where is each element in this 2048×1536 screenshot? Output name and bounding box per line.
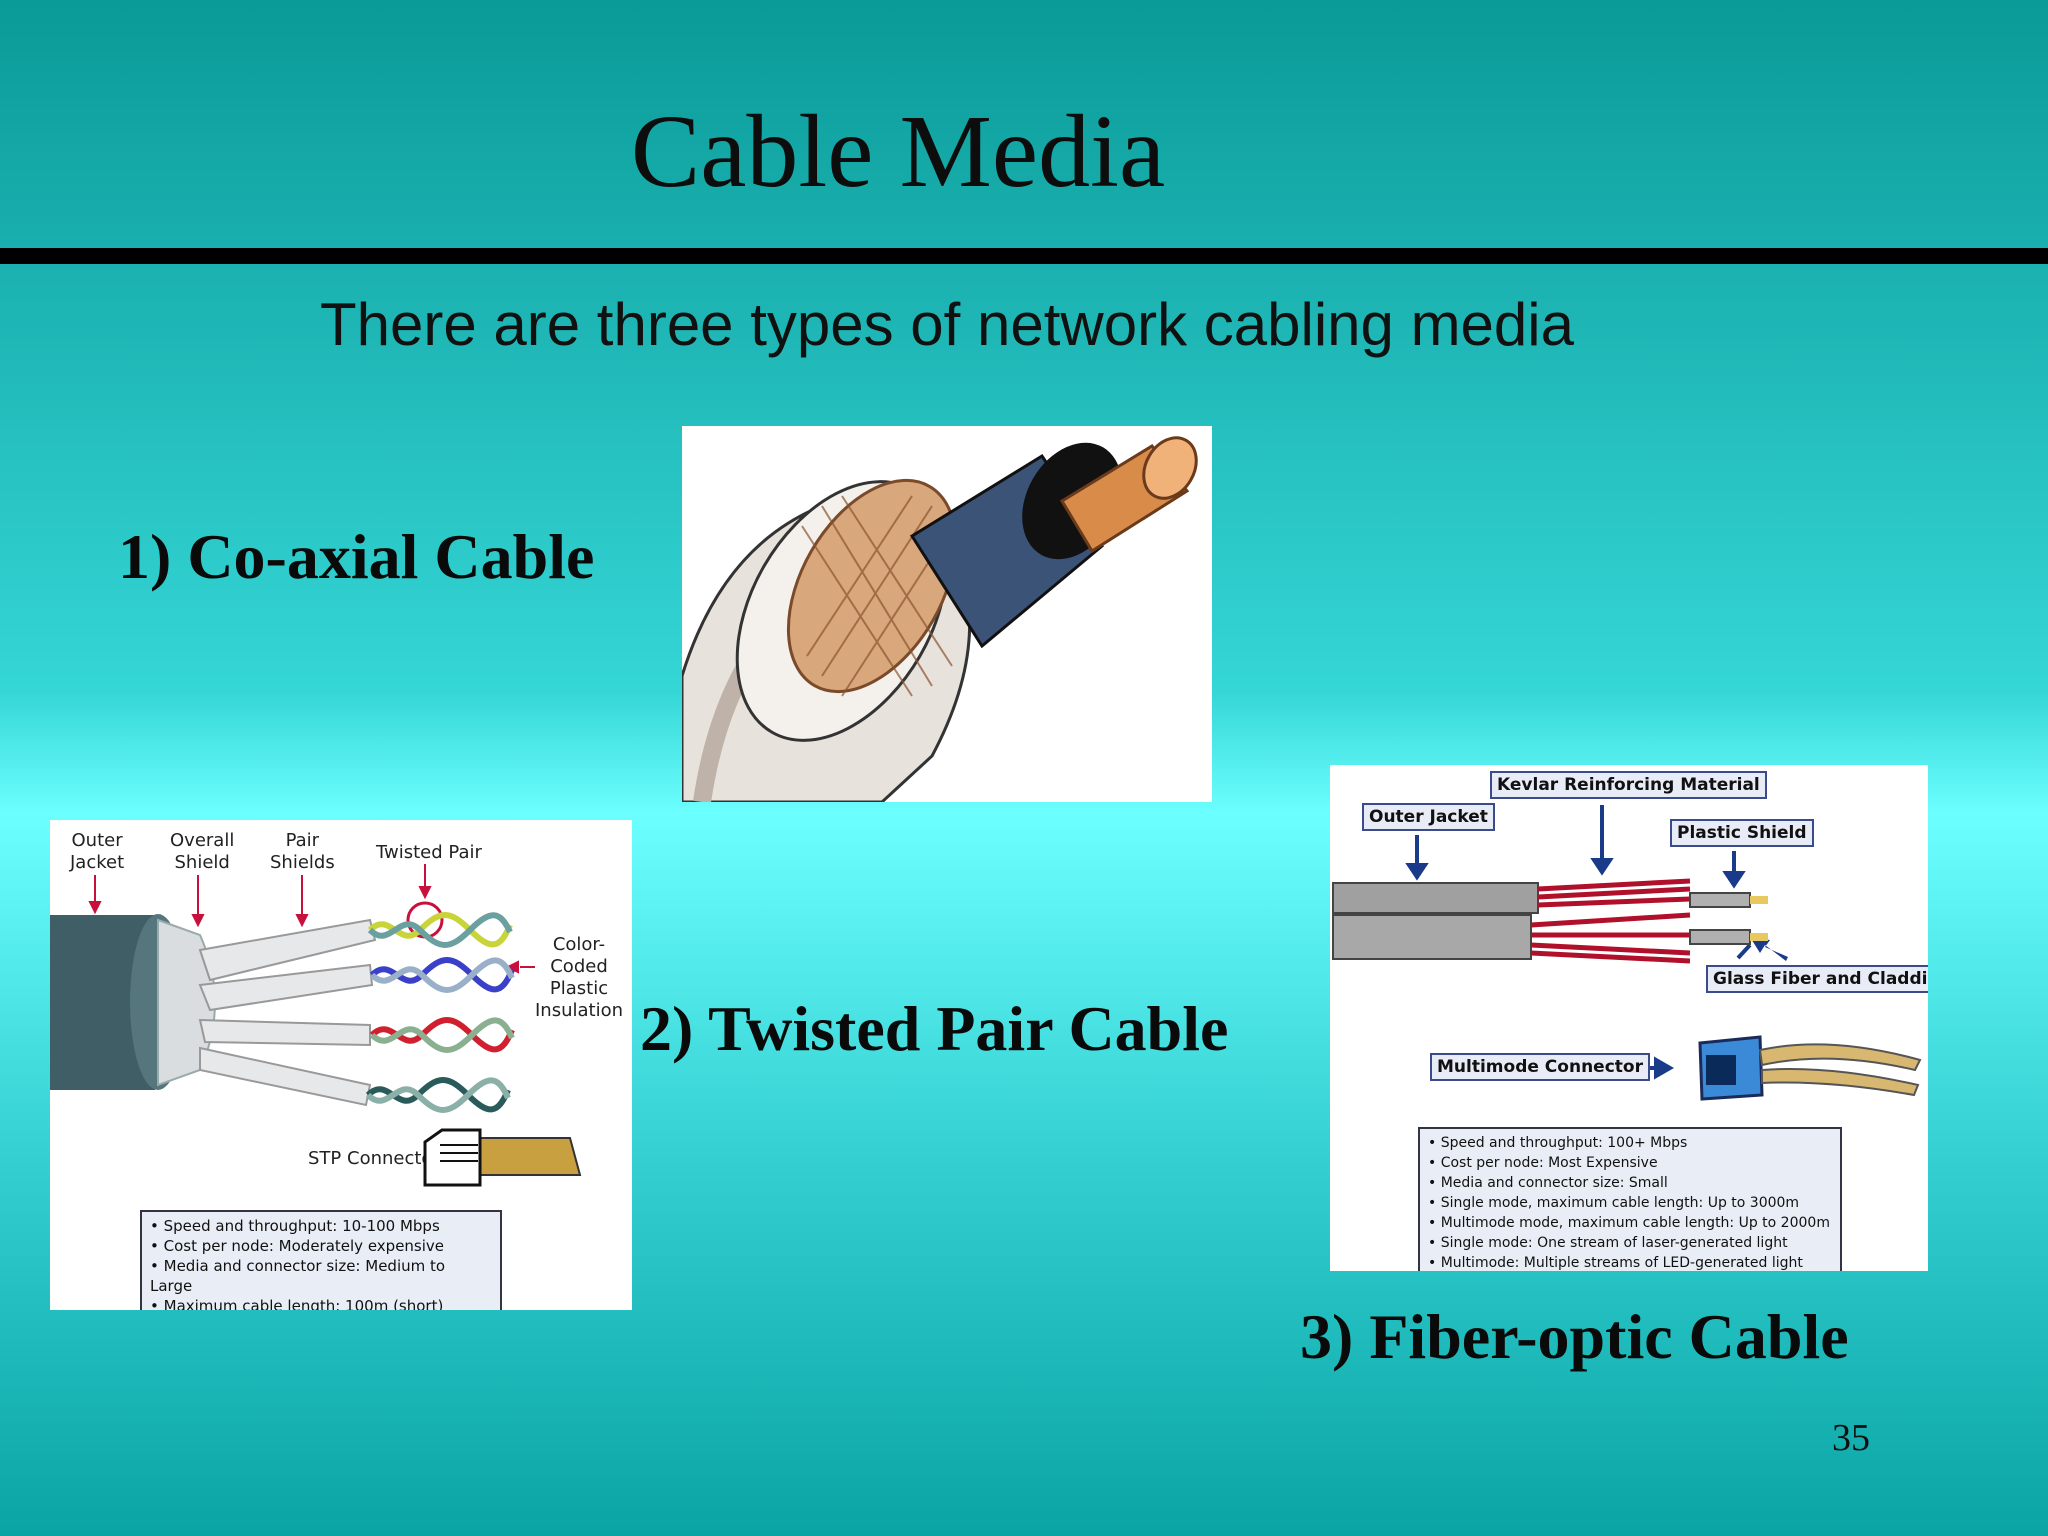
title-divider	[0, 248, 2048, 264]
spec-item: Speed and throughput: 10-100 Mbps	[150, 1216, 492, 1236]
kevlar-callout: Kevlar Reinforcing Material	[1490, 771, 1767, 799]
twisted-pair-label: 2) Twisted Pair Cable	[640, 993, 1229, 1064]
coaxial-cable-image	[682, 426, 1212, 802]
fiber-optic-label: 3) Fiber-optic Cable	[1300, 1301, 1849, 1372]
fiber-optic-illustration	[1332, 805, 1922, 1101]
fiber-spec-box: Speed and throughput: 100+ Mbps Cost per…	[1418, 1127, 1842, 1271]
multimode-connector-callout: Multimode Connector	[1430, 1053, 1650, 1081]
spec-item: Multimode mode, maximum cable length: Up…	[1428, 1213, 1832, 1233]
spec-item: Media and connector size: Small	[1428, 1173, 1832, 1193]
spec-item: Media and connector size: Medium to Larg…	[150, 1256, 492, 1296]
fiber-optic-diagram: Kevlar Reinforcing Material Outer Jacket…	[1330, 765, 1928, 1271]
coaxial-label: 1) Co-axial Cable	[118, 521, 595, 592]
spec-item: Multimode: Multiple streams of LED-gener…	[1428, 1253, 1832, 1271]
spec-item: Single mode, maximum cable length: Up to…	[1428, 1193, 1832, 1213]
twisted-pair-illustration	[50, 864, 582, 1187]
stp-connector-label: STP Connector	[308, 1148, 440, 1169]
slide-subtitle: There are three types of network cabling…	[320, 291, 1574, 358]
spec-item: Maximum cable length: 100m (short)	[150, 1296, 492, 1310]
page-number: 35	[1832, 1417, 1870, 1459]
spec-item: Single mode: One stream of laser-generat…	[1428, 1233, 1832, 1253]
spec-item: Cost per node: Moderately expensive	[150, 1236, 492, 1256]
twisted-pair-spec-box: Speed and throughput: 10-100 Mbps Cost p…	[140, 1210, 502, 1310]
plastic-shield-callout: Plastic Shield	[1670, 819, 1814, 847]
spec-item: Cost per node: Most Expensive	[1428, 1153, 1832, 1173]
slide-title: Cable Media	[630, 94, 1166, 209]
twisted-pair-part-label: Twisted Pair	[376, 842, 482, 863]
spec-item: Speed and throughput: 100+ Mbps	[1428, 1133, 1832, 1153]
outer-jacket-callout: Outer Jacket	[1362, 803, 1495, 831]
glass-fiber-callout: Glass Fiber and Cladding	[1706, 965, 1928, 993]
